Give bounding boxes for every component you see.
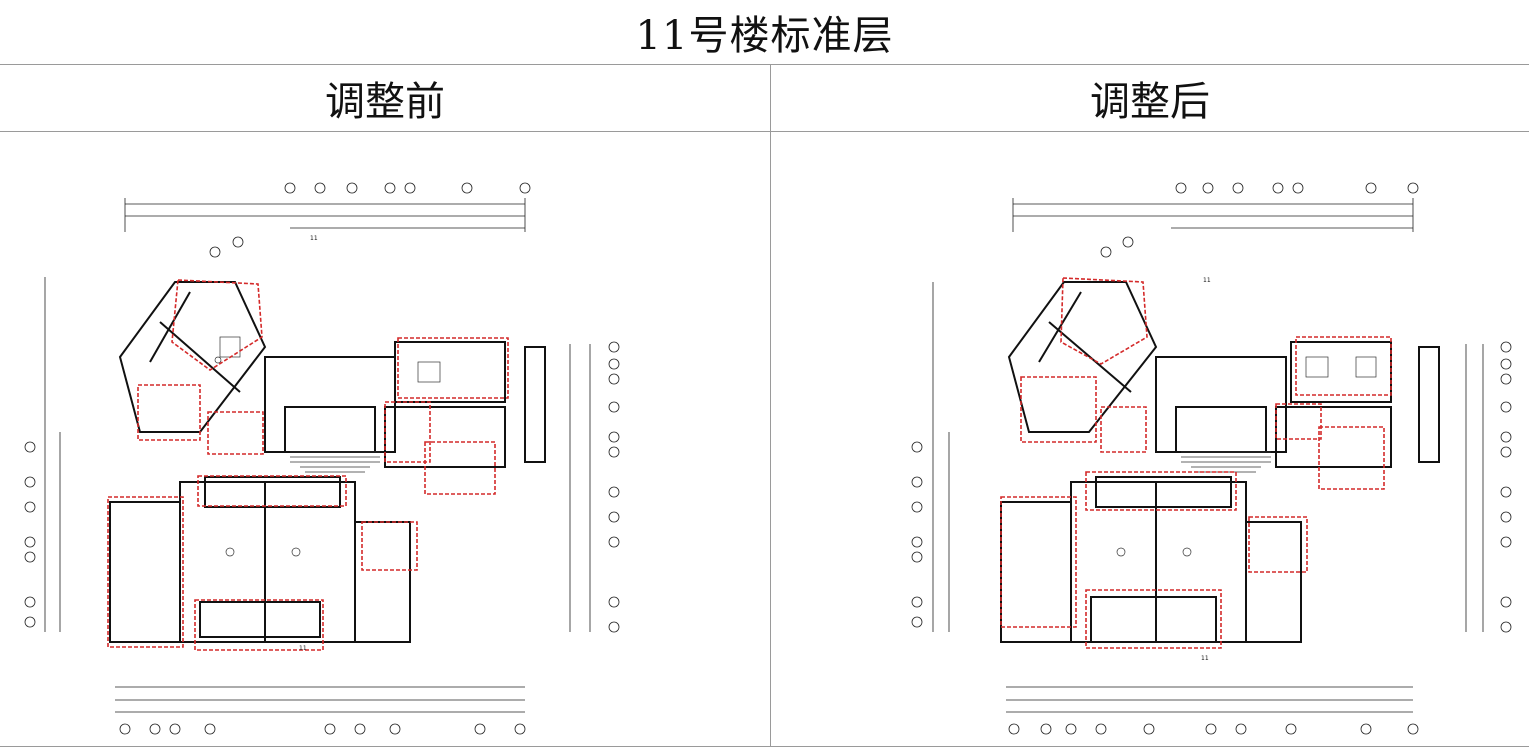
floor-plan-after: 11 11 [911,182,1512,735]
header-after-cell: 调整后 [771,65,1529,131]
header-row: 调整前 调整后 [0,65,1529,132]
floor-plan-before: 11 11 [24,182,620,735]
header-before-cell: 调整前 [0,65,771,131]
floor-plan-before-cell: 11 11 [0,132,771,746]
title-row: 11号楼标准层 [0,0,1529,65]
page-title: 11号楼标准层 [635,13,894,59]
heading-after: 调整后 [1090,79,1210,125]
bottom-border [0,746,1529,747]
floor-plan-after-cell: 11 11 [771,132,1529,746]
svg-text:11: 11 [1201,655,1209,662]
svg-text:11: 11 [299,645,307,652]
svg-text:11: 11 [310,235,318,242]
heading-before: 调整前 [325,79,445,125]
svg-text:11: 11 [1203,277,1211,284]
